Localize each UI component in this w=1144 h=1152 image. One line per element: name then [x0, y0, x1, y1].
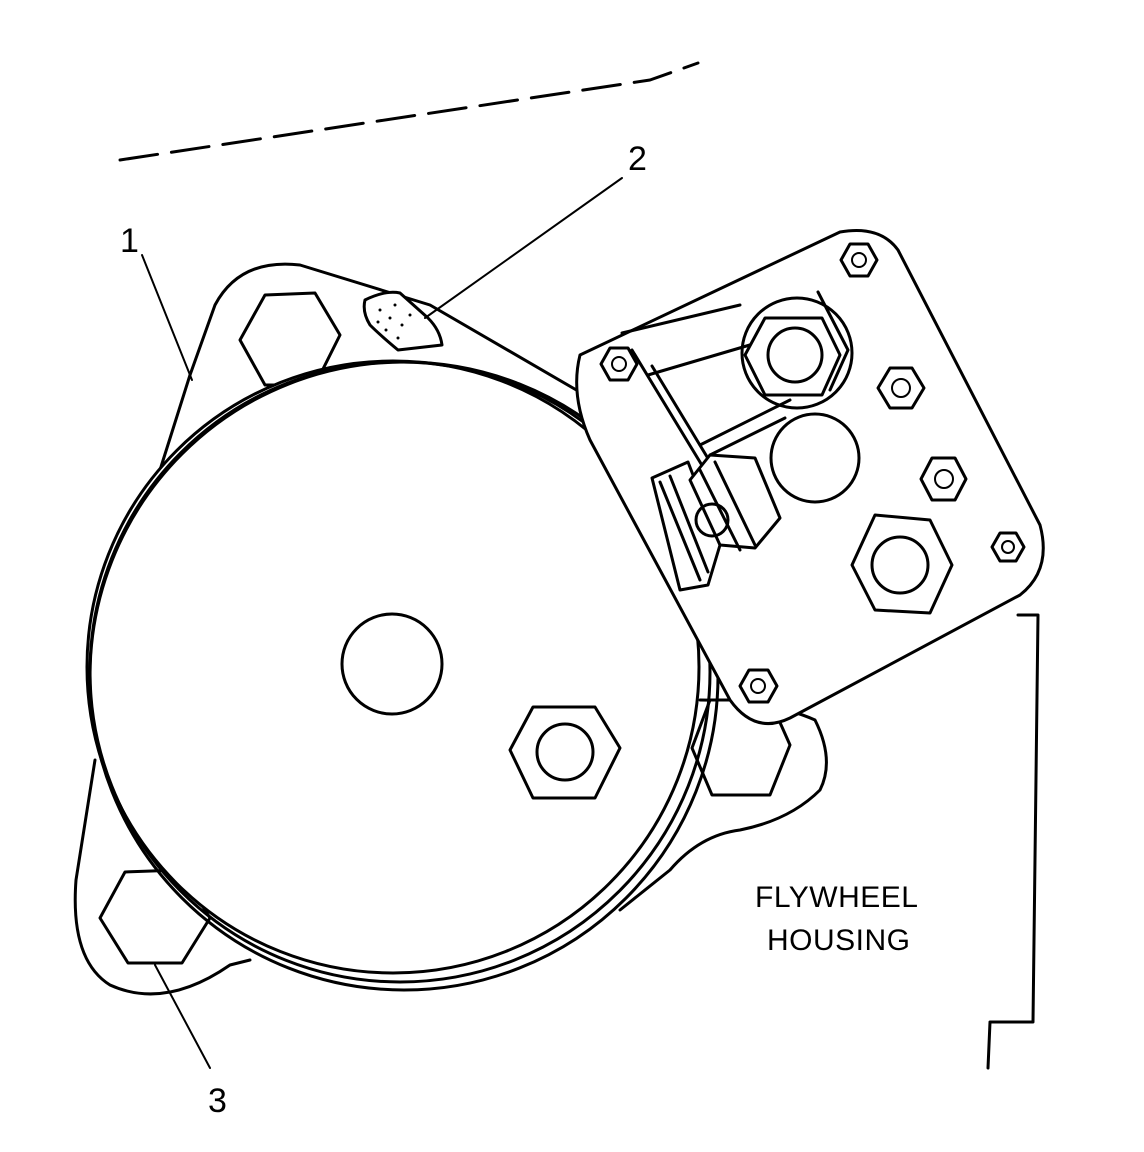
- plate-screw-1: [839, 242, 879, 278]
- terminal-boss-round: [769, 412, 861, 504]
- battery-terminal-boss: [740, 296, 854, 410]
- sealant-patch: [362, 290, 444, 352]
- plate-screw-6: [738, 668, 779, 704]
- motor-face-nut: [508, 705, 622, 800]
- starter-motor-body: [85, 359, 720, 992]
- callout-2: 2: [628, 140, 647, 178]
- callout-3: 3: [208, 1082, 227, 1120]
- plate-screw-4: [919, 456, 968, 502]
- callout-leader-2: [424, 177, 623, 319]
- reference-dashed-line: [118, 61, 700, 162]
- motor-lead-stud: [650, 453, 782, 592]
- plate-screw-2: [599, 346, 639, 382]
- terminal-nut-large: [850, 513, 954, 615]
- terminal-link-bar: [620, 290, 854, 497]
- plate-screw-5: [990, 531, 1026, 563]
- plate-screw-3: [876, 366, 926, 410]
- flywheel-housing-label-line2: HOUSING: [767, 924, 911, 957]
- flywheel-housing-label-line1: FLYWHEEL: [755, 881, 918, 914]
- callout-1: 1: [120, 222, 139, 260]
- callout-leader-3: [154, 964, 211, 1069]
- armature-shaft-boss: [340, 612, 444, 716]
- flywheel-housing-outline: [986, 613, 1040, 1070]
- callout-leader-1: [141, 254, 193, 381]
